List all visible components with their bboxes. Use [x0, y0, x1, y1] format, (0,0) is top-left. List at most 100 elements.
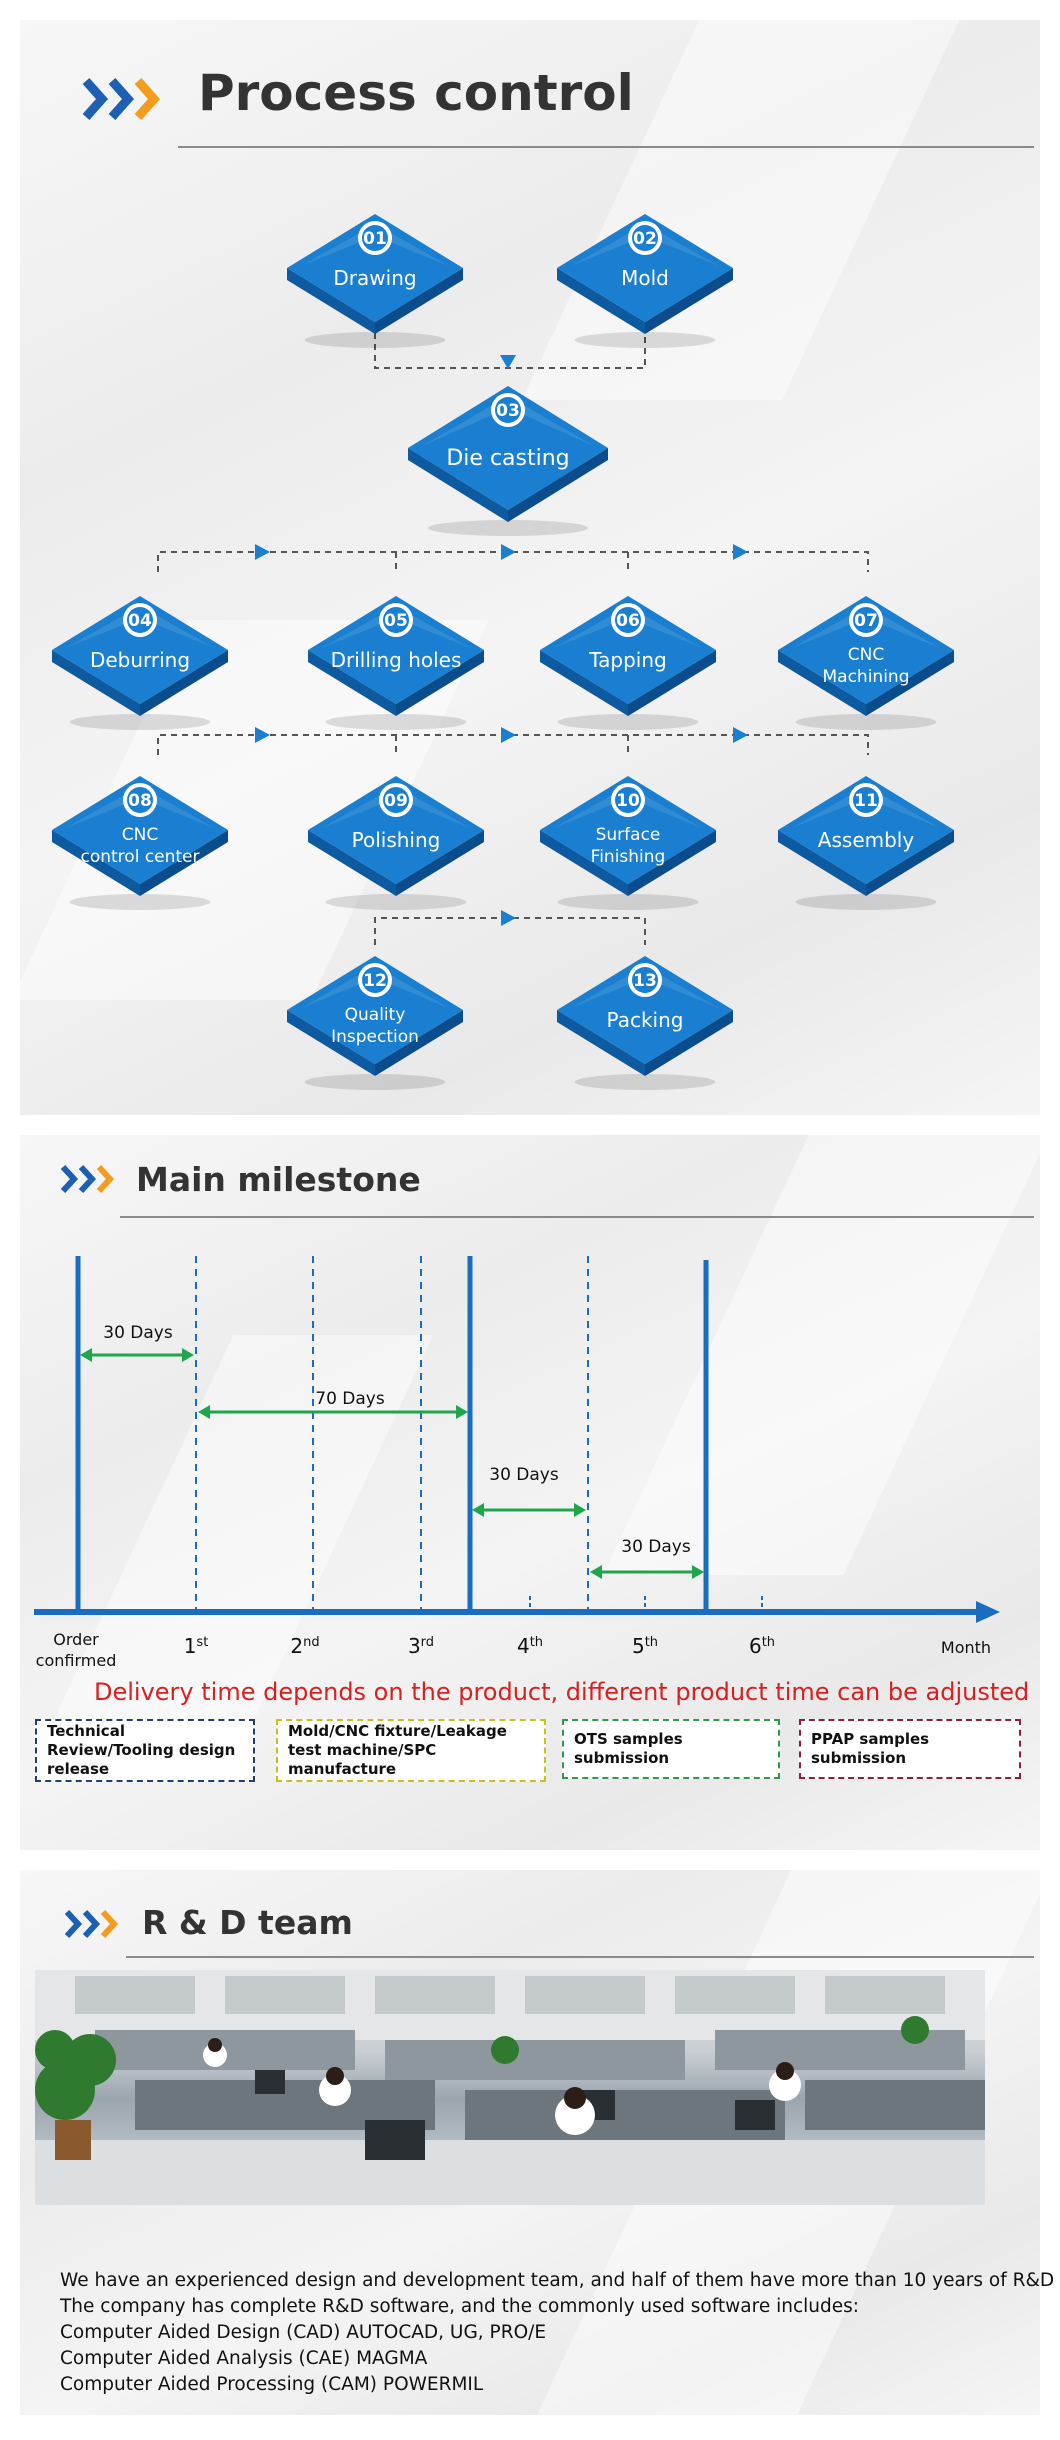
duration-span: 30 Days — [590, 1537, 704, 1579]
step-label: Machining — [823, 667, 910, 687]
arrow-right-icon — [692, 1565, 704, 1579]
axis-label: Order — [53, 1630, 99, 1649]
step-label: CNC — [122, 825, 158, 845]
title-underline — [178, 146, 1034, 148]
span-label: 70 Days — [315, 1389, 385, 1409]
step-label: Quality — [345, 1005, 406, 1025]
duration-span: 30 Days — [80, 1323, 194, 1362]
step-number: 02 — [633, 229, 657, 249]
step-label: Deburring — [90, 648, 190, 672]
span-label: 30 Days — [489, 1465, 559, 1485]
duration-span: 70 Days — [198, 1389, 468, 1419]
axis-label: 2nd — [290, 1634, 319, 1658]
step-number: 11 — [854, 791, 878, 811]
step-number: 06 — [616, 611, 640, 631]
section-chevron-icon — [60, 1164, 115, 1194]
axis-label: 6th — [749, 1634, 775, 1658]
rd-line: The company has complete R&D software, a… — [60, 2296, 859, 2317]
step-label: CNC — [848, 645, 884, 665]
step-number: 04 — [128, 611, 152, 631]
phase-box: PPAP samples submission — [799, 1719, 1021, 1779]
step-label: control center — [80, 847, 199, 867]
rd-line: Computer Aided Processing (CAM) POWERMIL — [60, 2374, 484, 2395]
section-title-milestone: Main milestone — [136, 1160, 421, 1199]
rd-line: Computer Aided Design (CAD) AUTOCAD, UG,… — [60, 2322, 547, 2343]
span-label: 30 Days — [621, 1537, 691, 1557]
rd-line: We have an experienced design and develo… — [60, 2270, 1055, 2291]
arrow-left-icon — [472, 1503, 484, 1517]
step-number: 09 — [384, 791, 408, 811]
step-number: 07 — [854, 611, 878, 631]
section-title-rd: R & D team — [142, 1903, 353, 1942]
step-number: 13 — [633, 971, 657, 991]
flow-arrow-icon — [733, 727, 748, 743]
axis-label: 4th — [517, 1634, 543, 1658]
step-number: 08 — [128, 791, 152, 811]
step-label: Tapping — [588, 648, 666, 672]
process-control-panel — [20, 20, 1040, 1115]
rd-line: Computer Aided Analysis (CAE) MAGMA — [60, 2348, 428, 2369]
phase-box: Technical Review/Tooling design release — [35, 1719, 255, 1782]
arrow-right-icon — [182, 1348, 194, 1362]
arrow-left-icon — [80, 1348, 92, 1362]
arrow-left-icon — [198, 1405, 210, 1419]
step-label: Surface — [596, 825, 661, 845]
flow-arrow-icon — [255, 727, 270, 743]
section-chevron-icon — [64, 1909, 119, 1939]
phase-box: Mold/CNC fixture/Leakage test machine/SP… — [276, 1719, 546, 1782]
axis-label-suffix: th — [530, 1635, 543, 1650]
step-label: Mold — [621, 266, 669, 290]
axis-label-order: confirmed — [36, 1651, 117, 1670]
step-label: Drilling holes — [331, 648, 462, 672]
title-underline — [126, 1956, 1034, 1958]
step-number: 12 — [363, 971, 387, 991]
step-label: Inspection — [331, 1027, 419, 1047]
span-label: 30 Days — [103, 1323, 173, 1343]
arrow-right-icon — [456, 1405, 468, 1419]
flow-arrow-icon — [501, 727, 516, 743]
flow-arrow-icon — [500, 355, 516, 369]
arrow-right-icon — [574, 1503, 586, 1517]
axis-arrow-icon — [976, 1601, 1000, 1623]
section-chevron-icon — [82, 78, 161, 120]
step-number: 05 — [384, 611, 408, 631]
rd-team-office-photo — [35, 1970, 985, 2205]
step-label: Drawing — [333, 266, 416, 290]
flow-arrow-icon — [501, 910, 516, 926]
axis-label-suffix: st — [196, 1635, 208, 1650]
delivery-note: Delivery time depends on the product, di… — [94, 1678, 1030, 1706]
duration-span: 30 Days — [472, 1465, 586, 1517]
axis-label-suffix: rd — [421, 1635, 434, 1650]
step-label: Finishing — [591, 847, 666, 867]
flow-arrow-icon — [501, 544, 516, 560]
step-label: Assembly — [818, 828, 915, 852]
step-number: 01 — [363, 229, 387, 249]
rd-description: We have an experienced design and develo… — [60, 2268, 1055, 2398]
step-label: Polishing — [352, 828, 441, 852]
axis-label: 3rd — [408, 1634, 434, 1658]
axis-label: 1st — [184, 1634, 209, 1658]
step-number: 10 — [616, 791, 640, 811]
title-underline — [120, 1216, 1034, 1218]
flow-arrow-icon — [733, 544, 748, 560]
axis-label-suffix: nd — [303, 1635, 320, 1650]
step-label: Die casting — [446, 446, 569, 471]
phase-box: OTS samples submission — [562, 1719, 780, 1779]
arrow-left-icon — [590, 1565, 602, 1579]
axis-label-suffix: th — [762, 1635, 775, 1650]
axis-label: Month — [941, 1638, 991, 1657]
